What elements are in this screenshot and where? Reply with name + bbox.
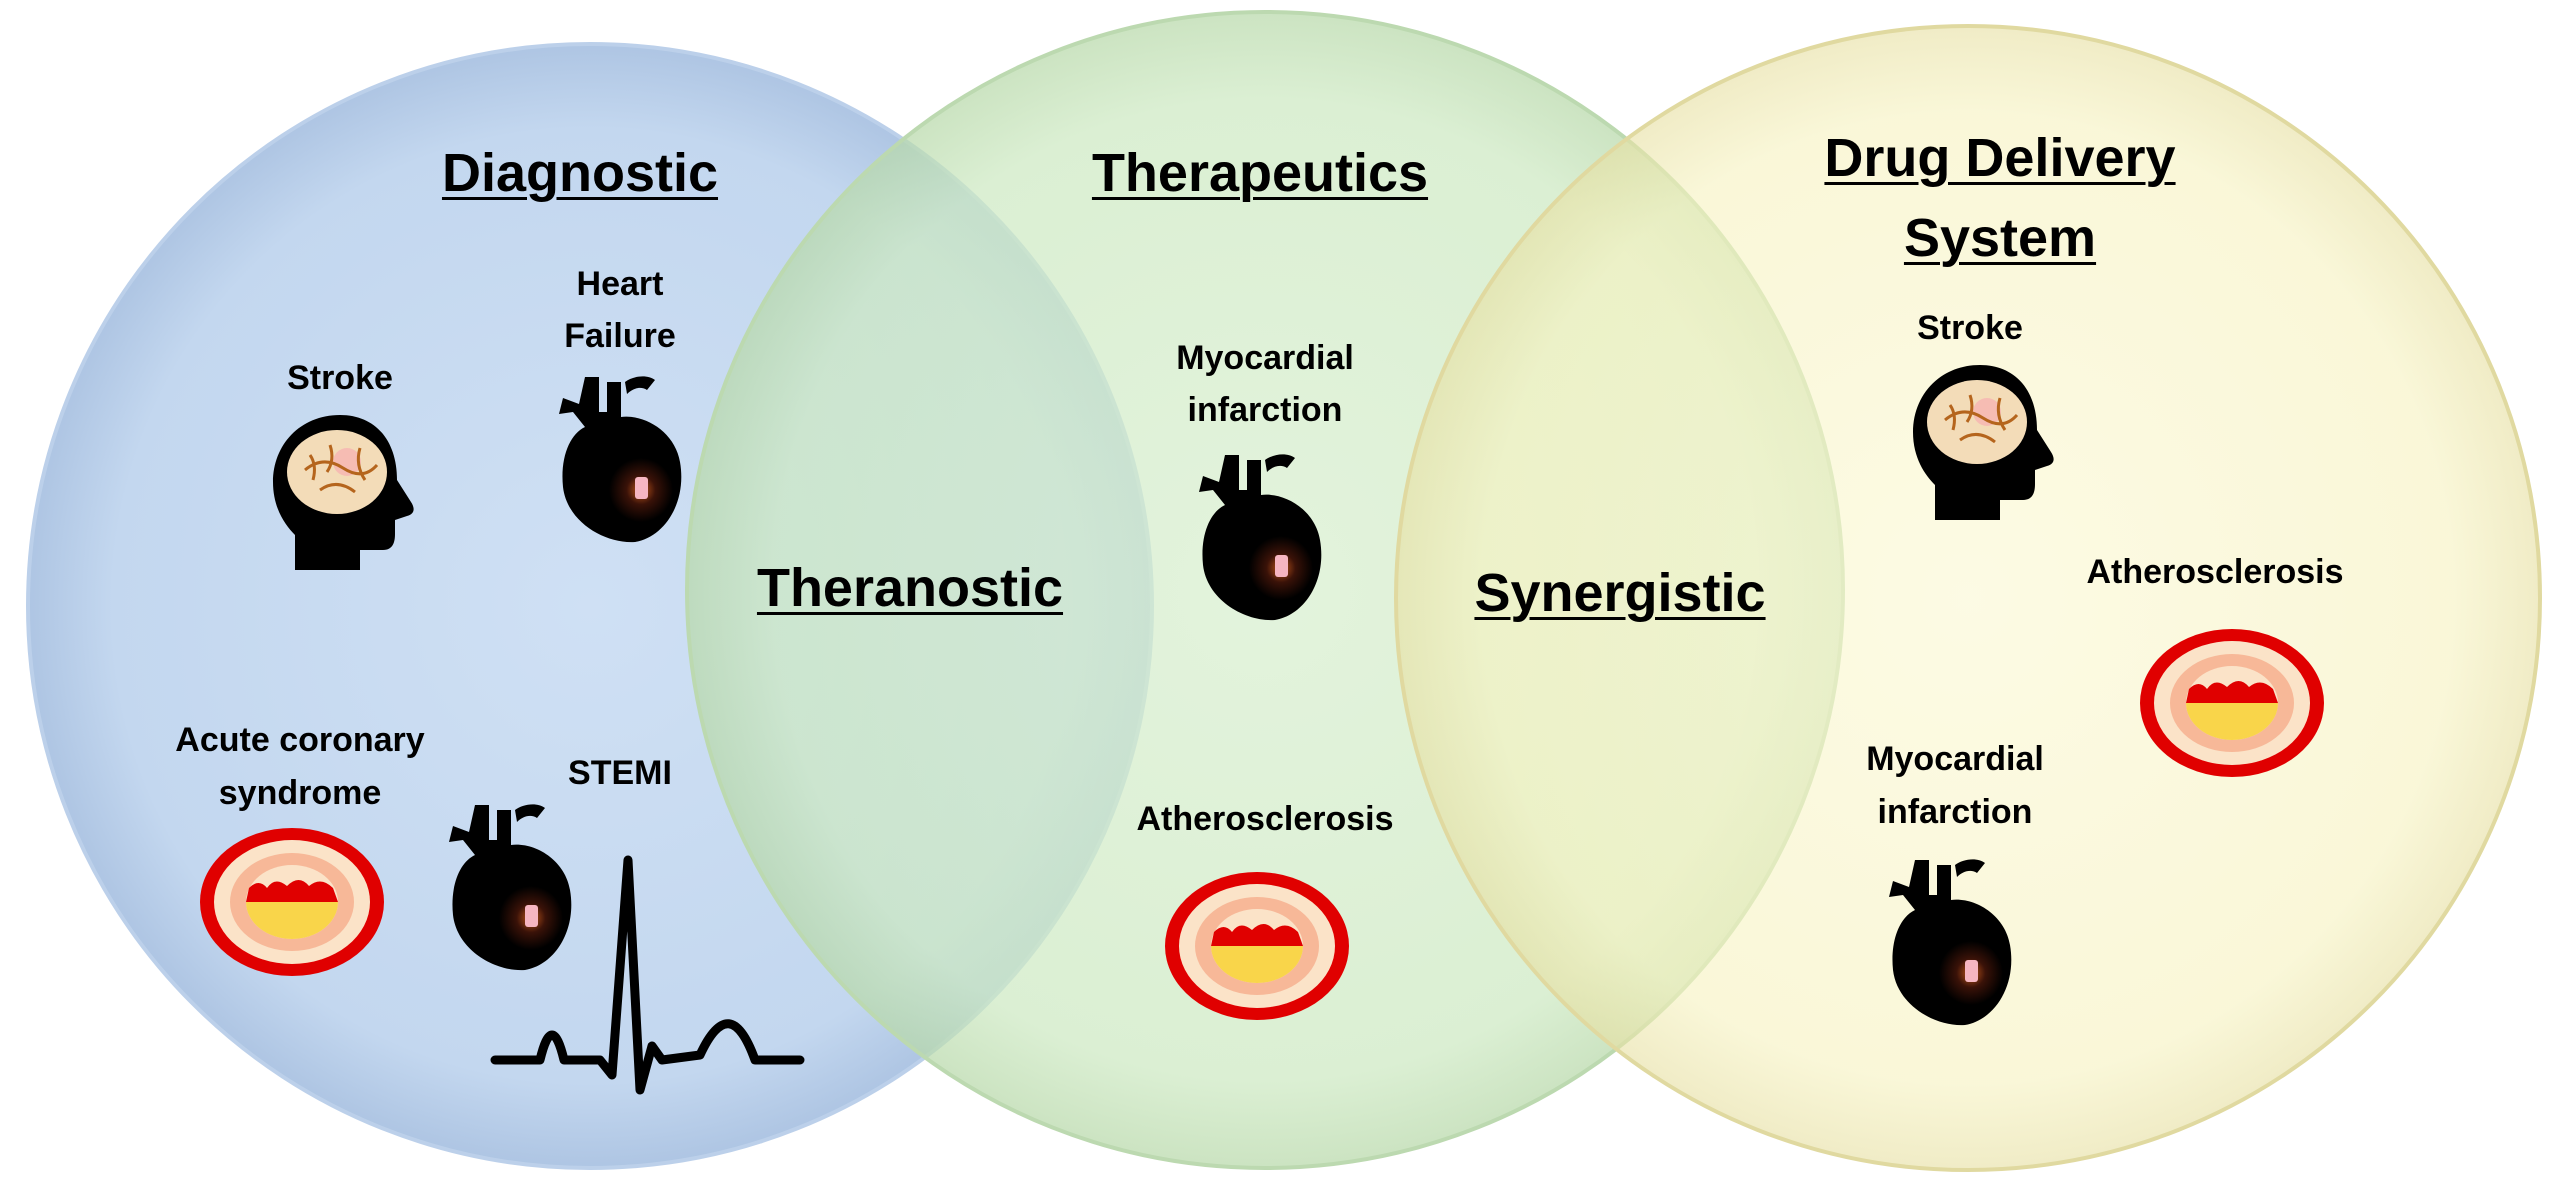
artery-plaque-icon (200, 828, 384, 976)
heading-drug-delivery-line1: Drug Delivery (1824, 128, 2176, 188)
label-stroke-diagnostic: Stroke (287, 359, 393, 397)
circle-drug-delivery (1394, 24, 2542, 1172)
label-stemi: STEMI (568, 754, 672, 792)
label-acs-line2: syndrome (218, 774, 382, 812)
label-stroke-drug-delivery: Stroke (1917, 309, 2023, 347)
label-heart-failure-line1: Heart (576, 265, 664, 303)
label-mi-therapeutics-line2: infarction (1187, 391, 1343, 429)
heart-icon (449, 804, 572, 971)
label-mi-therapeutics-line1: Myocardial (1176, 339, 1354, 377)
label-athero-therapeutics: Atherosclerosis (1136, 800, 1394, 838)
overlap-theranostic: Theranostic (756, 558, 1064, 618)
artery-plaque-icon (1165, 872, 1349, 1020)
heart-icon (1889, 859, 2012, 1026)
label-mi-drug-delivery-line1: Myocardial (1866, 740, 2044, 778)
artery-plaque-icon (2140, 629, 2324, 777)
heart-icon (1199, 454, 1322, 621)
heading-therapeutics: Therapeutics (1091, 143, 1429, 203)
label-athero-drug-delivery: Atherosclerosis (2086, 553, 2344, 591)
brain-head-icon (1913, 365, 2054, 520)
label-acs-line1: Acute coronary (175, 721, 425, 759)
label-heart-failure-line2: Failure (564, 317, 676, 355)
heart-icon (559, 376, 682, 543)
brain-head-icon (273, 415, 414, 570)
heading-diagnostic: Diagnostic (441, 143, 719, 203)
heading-drug-delivery-line2: System (1903, 208, 2097, 268)
label-mi-drug-delivery-line2: infarction (1877, 793, 2033, 831)
overlap-synergistic: Synergistic (1474, 563, 1766, 623)
ecg-trace-icon (490, 855, 805, 1095)
